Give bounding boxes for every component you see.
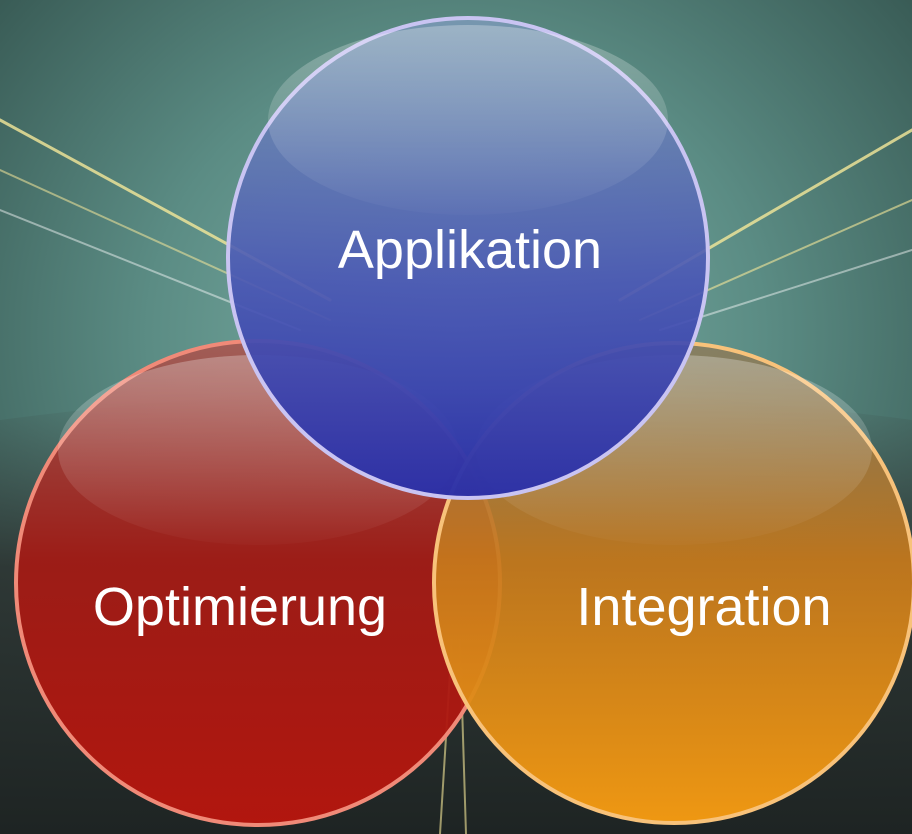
circle-label-integration: Integration (576, 577, 831, 637)
circle-label-applikation: Applikation (338, 220, 602, 280)
circle-label-optimierung: Optimierung (93, 577, 387, 637)
circle-applikation-gloss (268, 25, 668, 215)
circle-applikation (226, 16, 710, 500)
